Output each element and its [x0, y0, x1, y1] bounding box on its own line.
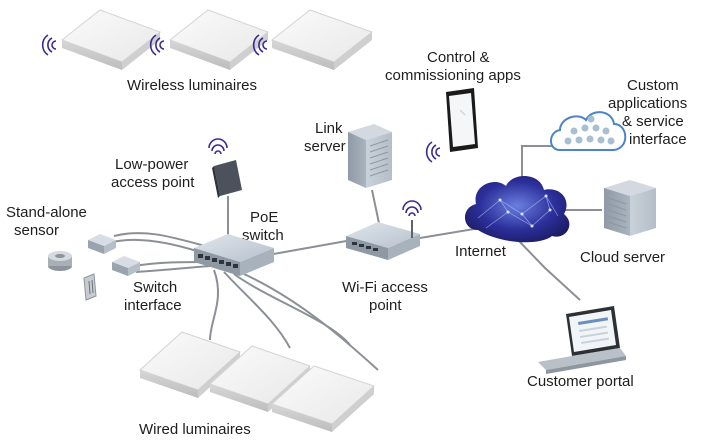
low-power-ap-group: Low-power access point	[111, 138, 242, 198]
standalone-sensor-group: Stand-alone sensor	[6, 204, 116, 271]
network-switch-icon	[346, 220, 420, 260]
standalone-sensor-label-line2: sensor	[14, 222, 59, 239]
wireless-signal-icon	[425, 141, 441, 163]
link-server-label-line2: server	[304, 138, 346, 155]
control-apps-label-line1: Control &	[427, 49, 490, 66]
switch-interface-label-line2: interface	[124, 297, 182, 314]
network-switch-icon	[194, 234, 274, 276]
low-power-ap-label-line2: access point	[111, 174, 195, 191]
low-power-ap-label-line1: Low-power	[115, 156, 188, 173]
wireless-luminaires-label: Wireless luminaires	[127, 77, 257, 94]
internet-label: Internet	[455, 243, 507, 260]
custom-apps-label-line3: & service	[622, 113, 684, 130]
control-apps-group: Control & commissioning apps	[385, 49, 521, 163]
control-apps-label-line2: commissioning apps	[385, 67, 521, 84]
luminaire-panel-icon	[139, 331, 241, 398]
wired-luminaires-group: Wired luminaires	[139, 331, 375, 438]
wireless-signal-icon	[149, 34, 165, 56]
poe-switch-label-line2: switch	[242, 227, 284, 244]
switch-interface-module-icon	[112, 256, 140, 276]
wall-switch-icon	[83, 273, 97, 301]
laptop-icon	[538, 306, 626, 374]
wireless-signal-icon	[41, 34, 57, 56]
wireless-signal-icon	[402, 200, 422, 217]
cloud-server-label: Cloud server	[580, 249, 665, 266]
sensor-module-icon	[88, 234, 116, 254]
wifi-ap-label-line2: point	[369, 297, 402, 314]
luminaire-panel-icon	[60, 9, 162, 70]
wired-luminaires-label: Wired luminaires	[139, 421, 251, 438]
network-cables	[111, 145, 602, 371]
link-server-group: Link server	[304, 120, 392, 188]
internet-group: Internet	[455, 175, 570, 260]
customer-portal-group: Customer portal	[527, 306, 634, 390]
customer-portal-label: Customer portal	[527, 373, 634, 390]
luminaire-panel-icon	[270, 9, 374, 70]
poe-switch-label-line1: PoE	[250, 209, 278, 226]
tablet-icon	[446, 88, 478, 152]
wifi-ap-group: Wi-Fi access point	[342, 200, 428, 314]
link-server-label-line1: Link	[315, 120, 343, 137]
wireless-signal-icon	[208, 138, 228, 155]
standalone-sensor-label-line1: Stand-alone	[6, 204, 87, 221]
wifi-ap-label-line1: Wi-Fi access	[342, 279, 428, 296]
cloud-server-group: Cloud server	[580, 180, 665, 266]
custom-apps-label-line4: interface	[629, 131, 687, 148]
sensor-icon	[48, 251, 72, 271]
luminaire-panel-icon	[168, 9, 270, 70]
internet-globe-cloud-icon	[464, 175, 570, 243]
wireless-luminaires-group: Wireless luminaires	[41, 9, 374, 94]
switch-interface-group: Switch interface	[83, 256, 182, 314]
luminaire-panel-icon	[271, 365, 375, 432]
custom-applications-group: Custom applications & service interface	[550, 77, 687, 151]
server-rack-icon	[348, 124, 392, 188]
custom-apps-label-line1: Custom	[627, 77, 679, 94]
switch-interface-label-line1: Switch	[133, 279, 177, 296]
access-point-icon	[212, 160, 242, 198]
server-rack-icon	[604, 180, 656, 236]
wireless-signal-icon	[252, 34, 268, 56]
app-cloud-icon	[550, 111, 627, 151]
poe-switch-group: PoE switch	[194, 209, 284, 276]
custom-apps-label-line2: applications	[608, 95, 687, 112]
